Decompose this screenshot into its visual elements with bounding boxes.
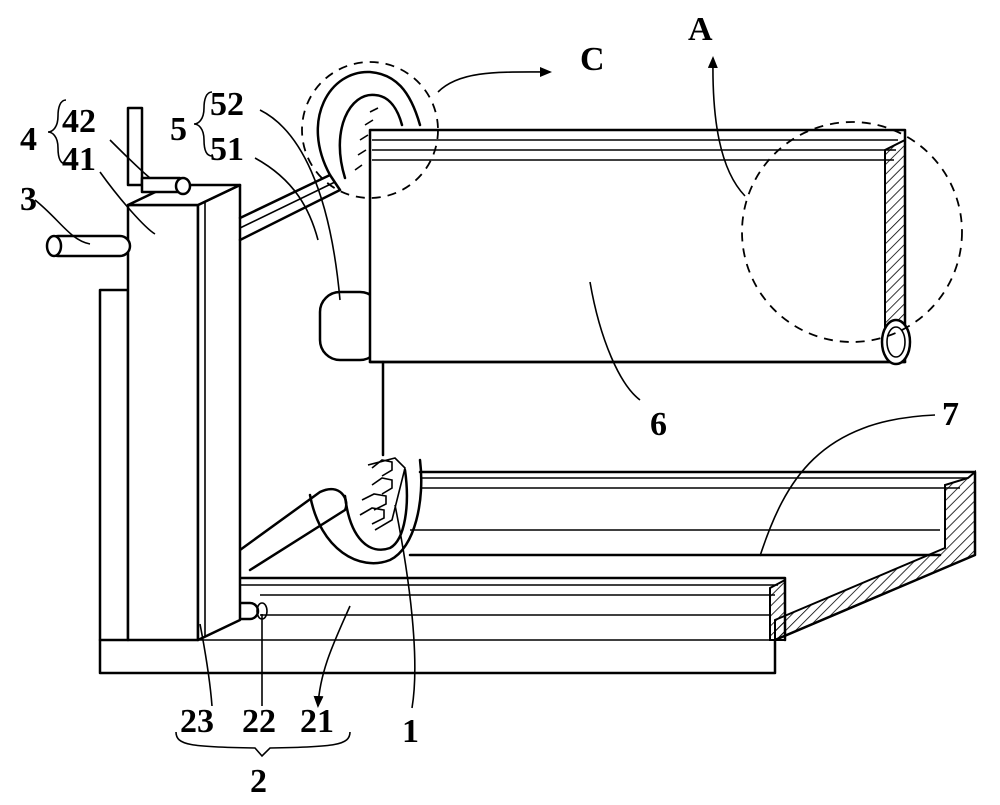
- label-2: 2: [250, 763, 267, 800]
- label-4: 4: [20, 121, 37, 158]
- detail-circle-c: [301, 61, 439, 199]
- lower-gear-bracket: [238, 457, 423, 572]
- label-3: 3: [20, 181, 37, 218]
- label-52: 52: [210, 86, 244, 123]
- label-a: A: [688, 11, 713, 48]
- side-rod: [45, 234, 132, 258]
- label-23: 23: [180, 703, 214, 740]
- bottom-trough: [408, 469, 977, 642]
- label-c: C: [580, 41, 605, 78]
- leader-lines: [34, 56, 936, 758]
- vertical-post: [126, 183, 242, 642]
- label-1: 1: [402, 713, 419, 750]
- upper-gear-bracket: [316, 70, 422, 180]
- label-51: 51: [210, 131, 244, 168]
- detail-circle-a: [741, 121, 963, 343]
- handle: [126, 106, 192, 196]
- upper-arm: [238, 173, 382, 362]
- label-22: 22: [242, 703, 276, 740]
- roller: [368, 128, 912, 366]
- label-21: 21: [300, 703, 334, 740]
- label-42: 42: [62, 103, 96, 140]
- label-7: 7: [942, 396, 959, 433]
- label-6: 6: [650, 406, 667, 443]
- slide-rail: [154, 576, 787, 642]
- label-41: 41: [62, 141, 96, 178]
- label-5: 5: [170, 111, 187, 148]
